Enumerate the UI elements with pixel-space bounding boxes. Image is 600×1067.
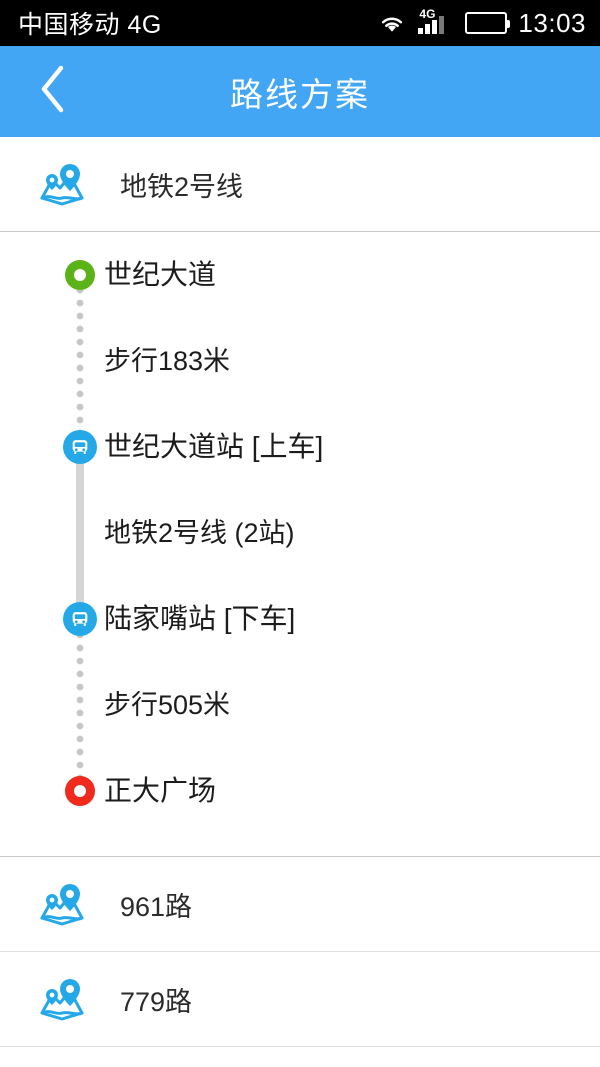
route-step-label: 世纪大道 <box>104 259 217 291</box>
route-step-alight[interactable]: 陆家嘴站 [下车] <box>0 576 600 662</box>
route-step-walk[interactable]: 步行183米 <box>0 318 600 404</box>
divider <box>0 951 600 952</box>
origin-ring-icon <box>58 260 102 290</box>
chevron-left-icon <box>35 62 69 121</box>
transit-connector <box>76 444 84 616</box>
route-step-label: 正大广场 <box>104 775 217 807</box>
signal-bars-icon: 4G <box>418 7 454 36</box>
route-option-row[interactable]: 779路 <box>0 952 600 1046</box>
divider <box>0 231 600 232</box>
status-bar: 中国移动 4G 4G 13:03 <box>0 0 600 46</box>
wifi-icon <box>377 11 407 35</box>
map-pin-icon <box>36 158 88 210</box>
bus-station-icon <box>58 430 102 464</box>
route-step-label: 陆家嘴站 [下车] <box>104 603 296 635</box>
map-pin-icon <box>36 973 88 1025</box>
divider <box>0 1046 600 1047</box>
destination-ring-icon <box>58 776 102 806</box>
map-pin-icon <box>36 878 88 930</box>
signal-bars <box>418 16 445 34</box>
app-bar: 路线方案 <box>0 46 600 137</box>
route-option-row[interactable]: 地铁2号线 <box>0 137 600 231</box>
divider <box>0 856 600 857</box>
route-step-start[interactable]: 世纪大道 <box>0 232 600 318</box>
route-step-label: 步行183米 <box>104 345 231 376</box>
bus-station-icon <box>58 602 102 636</box>
route-step-label: 世纪大道站 [上车] <box>104 431 324 463</box>
clock-label: 13:03 <box>518 7 586 38</box>
route-option-label: 地铁2号线 <box>120 171 244 202</box>
route-step-label: 地铁2号线 (2站) <box>104 517 295 548</box>
route-detail-list: 世纪大道 步行183米 世纪大道站 [上车] <box>0 232 600 856</box>
route-step-label: 步行505米 <box>104 689 231 720</box>
network-type-label: 4G <box>419 7 436 21</box>
walk-connector <box>74 616 86 784</box>
route-step-board[interactable]: 世纪大道站 [上车] <box>0 404 600 490</box>
route-option-row[interactable] <box>0 1047 600 1067</box>
walk-connector <box>74 284 86 444</box>
back-button[interactable] <box>12 46 92 137</box>
status-icons: 4G 13:03 <box>377 8 586 39</box>
page-title: 路线方案 <box>230 75 370 113</box>
battery-icon <box>465 12 511 34</box>
route-option-label: 961路 <box>120 891 193 922</box>
route-step-walk[interactable]: 步行505米 <box>0 662 600 748</box>
route-step-end[interactable]: 正大广场 <box>0 748 600 834</box>
route-step-transit[interactable]: 地铁2号线 (2站) <box>0 490 600 576</box>
route-option-row[interactable]: 961路 <box>0 857 600 951</box>
route-option-label: 779路 <box>120 986 193 1017</box>
carrier-label: 中国移动 4G <box>18 11 162 39</box>
